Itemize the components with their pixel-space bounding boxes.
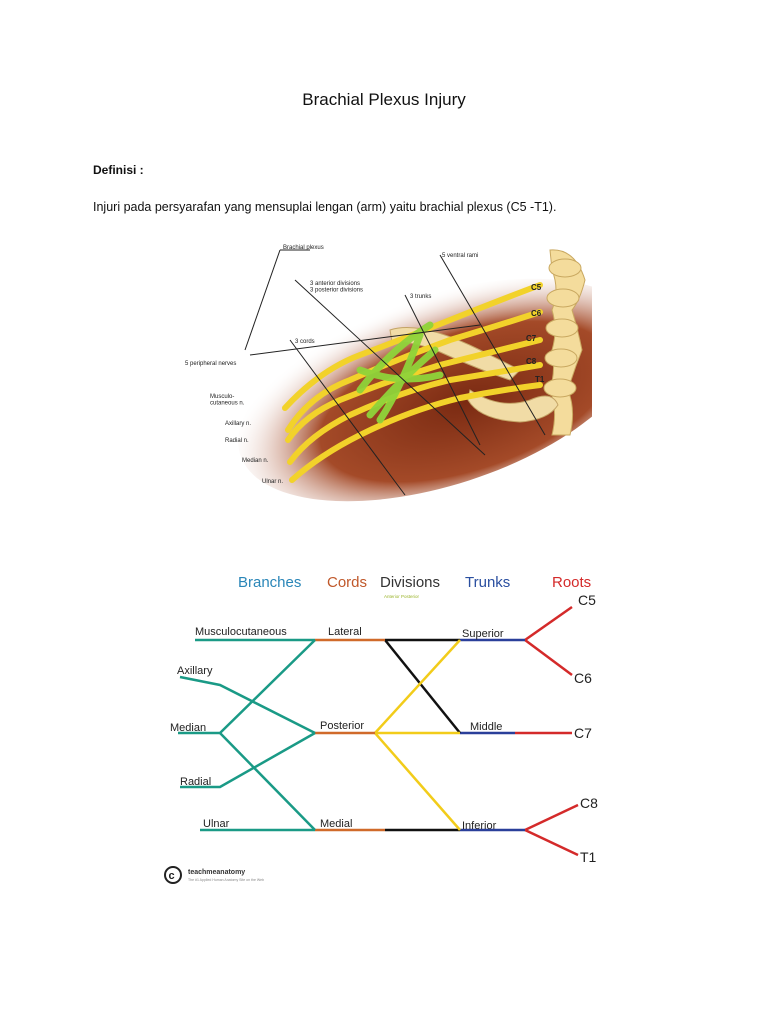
root-c8: C8	[580, 795, 598, 811]
label-c6: C6	[531, 309, 542, 318]
header-divisions: Divisions	[380, 574, 440, 591]
label-ventral-rami: 5 ventral rami	[442, 253, 478, 259]
root-c7: C7	[574, 725, 592, 741]
svg-text:c: c	[169, 870, 175, 882]
nerve-roots	[282, 282, 543, 483]
label-c5: C5	[531, 283, 542, 292]
document-title: Brachial Plexus Injury	[302, 90, 466, 109]
cord-medial: Medial	[320, 818, 352, 830]
label-trunks: 3 trunks	[410, 294, 431, 300]
root-c5: C5	[578, 592, 596, 608]
credit-text: teachmeanatomy	[188, 869, 245, 876]
label-musculocutaneous: Musculo-cutaneous n.	[210, 394, 245, 407]
branch-median: Median	[170, 722, 206, 734]
cord-lateral: Lateral	[328, 626, 362, 638]
branch-musculocutaneous: Musculocutaneous	[195, 626, 287, 638]
branch-axillary: Axillary	[177, 665, 213, 677]
cord-posterior: Posterior	[320, 720, 364, 732]
anterior-division-lines	[384, 638, 461, 832]
header-trunks: Trunks	[465, 574, 510, 591]
posterior-division-lines	[374, 639, 461, 831]
label-brachial-plexus: Brachial plexus	[283, 245, 324, 251]
divisions-subheader: Anterior Posterior	[384, 594, 420, 599]
brachial-plexus-schematic: Branches Cords Divisions Trunks Roots An…	[164, 574, 598, 884]
trunk-middle: Middle	[470, 721, 502, 733]
branch-ulnar: Ulnar	[203, 818, 230, 830]
trunk-inferior: Inferior	[462, 820, 497, 832]
label-peripheral-nerves: 5 peripheral nerves	[185, 361, 236, 367]
label-radial: Radial n.	[225, 438, 249, 444]
root-t1: T1	[580, 849, 597, 865]
definition-heading: Definisi :	[93, 163, 144, 177]
label-ulnar: Ulnar n.	[262, 479, 283, 485]
label-c7: C7	[526, 334, 537, 343]
trunk-lines	[460, 638, 525, 832]
trunk-superior: Superior	[462, 628, 504, 640]
first-rib	[467, 389, 559, 423]
header-cords: Cords	[327, 574, 367, 591]
header-branches: Branches	[238, 574, 301, 591]
brachial-plexus-illustration: Brachial plexus 5 ventral rami 3 anterio…	[185, 245, 592, 502]
clavicle	[389, 327, 521, 381]
credit-subtext: The #1 Applied Human Anatomy Site on the…	[188, 878, 264, 882]
label-cords: 3 cords	[295, 339, 315, 345]
label-median: Median n.	[242, 458, 269, 464]
copyright-icon: c	[164, 866, 182, 884]
root-c6: C6	[574, 670, 592, 686]
root-lines	[515, 605, 579, 857]
label-c8: C8	[526, 357, 537, 366]
branch-radial: Radial	[180, 776, 211, 788]
branch-lines	[178, 638, 316, 832]
cord-lines	[315, 638, 385, 832]
header-roots: Roots	[552, 574, 591, 591]
label-axillary: Axillary n.	[225, 421, 251, 427]
definition-text: Injuri pada persyarafan yang mensuplai l…	[93, 200, 557, 214]
spine	[543, 249, 586, 436]
label-t1: T1	[535, 375, 545, 384]
leader-lines	[244, 249, 546, 496]
